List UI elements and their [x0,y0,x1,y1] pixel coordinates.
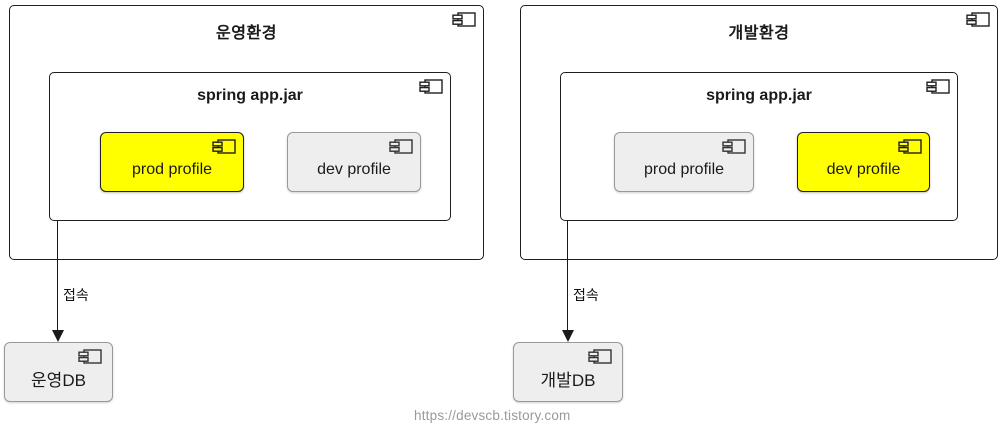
component-icon [898,139,922,155]
component-icon [588,349,612,365]
component-icon [722,139,746,155]
jar-title: spring app.jar [197,87,303,104]
component-icon [212,139,236,155]
profile-label: prod profile [131,161,213,178]
profile-label: dev profile [317,161,391,178]
profile-label: dev profile [826,161,901,178]
db-label: 개발DB [540,370,596,390]
jar-box-production: spring app.jar prod profile dev profile [49,72,451,221]
profile-box-dev-inactive: dev profile [287,132,421,192]
connection-label: 접속 [63,287,89,303]
profile-box-prod-inactive: prod profile [614,132,754,192]
jar-box-development: spring app.jar prod profile dev profile [560,72,958,221]
db-label: 운영DB [31,370,86,390]
env-title-development: 개발환경 [728,25,790,42]
component-icon [926,79,950,95]
env-box-development: 개발환경 spring app.jar prod profile dev pro… [520,5,998,260]
component-icon [452,12,476,28]
component-icon [419,79,443,95]
db-box-development: 개발DB [513,342,623,402]
arrowhead-icon [52,330,64,342]
component-icon [389,139,413,155]
db-box-production: 운영DB [4,342,113,402]
watermark-url: https://devscb.tistory.com [414,408,571,423]
jar-title: spring app.jar [706,87,812,104]
component-icon [966,12,990,28]
env-box-production: 운영환경 spring app.jar prod profile dev pro… [9,5,484,260]
connection-label: 접속 [573,287,599,303]
env-title-production: 운영환경 [216,25,277,42]
connection-line-development [567,221,568,331]
profile-box-prod-active: prod profile [100,132,244,192]
profile-box-dev-active: dev profile [797,132,930,192]
connection-line-production [57,221,58,331]
arrowhead-icon [562,330,574,342]
profile-label: prod profile [643,161,725,178]
component-icon [78,349,102,365]
